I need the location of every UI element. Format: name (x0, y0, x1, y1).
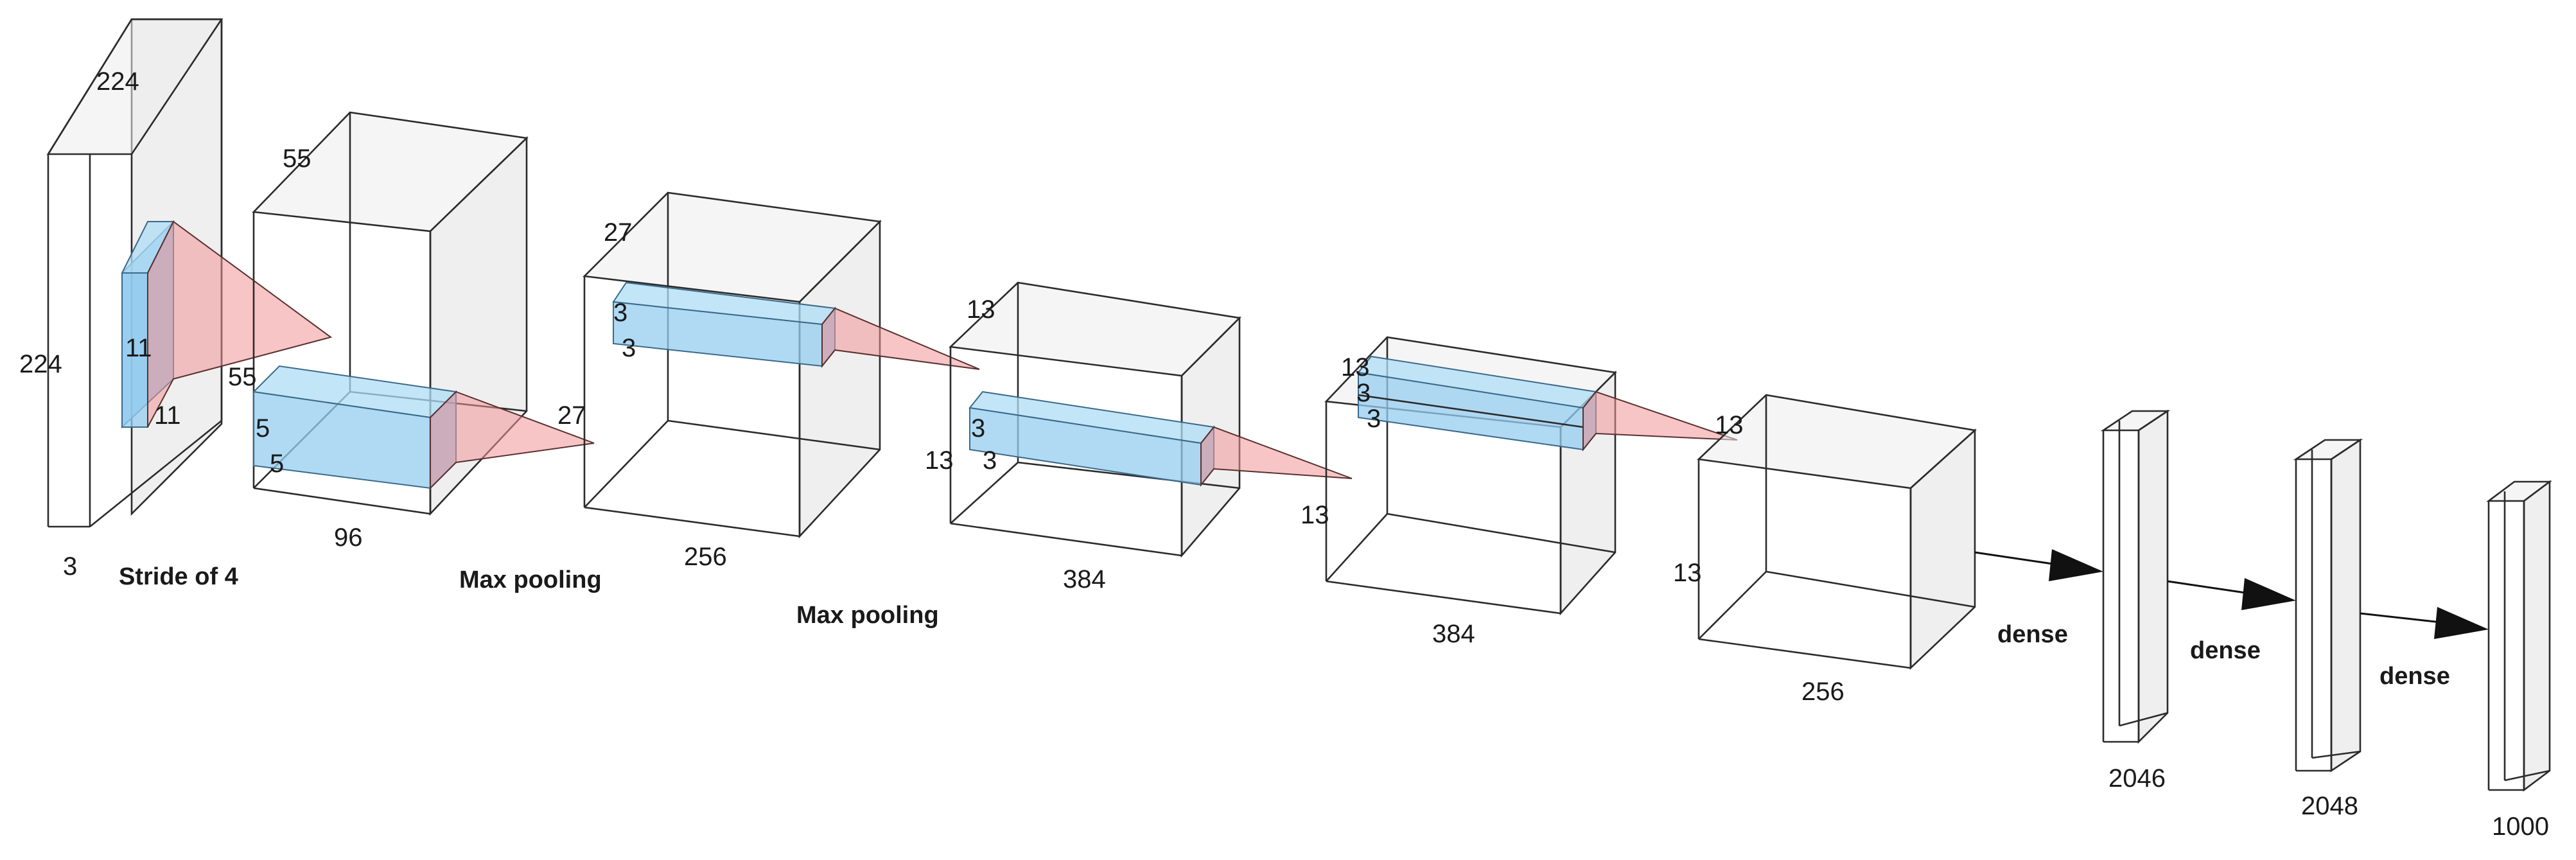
arrow-dense-3 (2360, 607, 2489, 639)
dense-layer-3 (2486, 480, 2552, 792)
conv1-side-label: 55 (228, 363, 257, 391)
dense-note-1: dense (1997, 621, 2068, 648)
dense3-size-label: 1000 (2492, 812, 2549, 841)
dense-layer-1 (2100, 409, 2171, 744)
conv5-cone (1582, 391, 1738, 452)
dense-note-3: dense (2379, 663, 2450, 690)
kernel4-width-label: 3 (983, 446, 997, 475)
conv2-depth-label: 27 (604, 218, 633, 247)
max-pooling-note-2: Max pooling (796, 602, 939, 629)
kernel5-height-label: 3 (1356, 379, 1371, 407)
conv5-side-label: 13 (1673, 559, 1702, 587)
kernel3-height-label: 3 (613, 299, 627, 327)
conv3-channels-label: 384 (1063, 565, 1106, 593)
conv5-output-block (1697, 394, 1977, 671)
conv2-output-block (583, 191, 882, 539)
dense1-size-label: 2046 (2108, 764, 2166, 793)
arrow-dense-2 (2167, 578, 2296, 610)
conv4-side-label: 13 (1301, 501, 1329, 529)
kernel2-width-label: 5 (270, 450, 284, 478)
arrow-dense-1 (1974, 549, 2103, 581)
conv5-depth-label: 13 (1715, 411, 1744, 439)
conv2-side-label: 27 (557, 401, 586, 430)
kernel-5x5 (252, 365, 458, 490)
conv4-cone (1200, 426, 1353, 487)
conv3-depth-label: 13 (967, 295, 995, 324)
conv5-channels-label: 256 (1801, 678, 1844, 706)
kernel5-width-label: 3 (1367, 405, 1381, 433)
input-channels-label: 3 (63, 552, 77, 581)
dense2-size-label: 2048 (2301, 792, 2358, 820)
max-pooling-note-1: Max pooling (459, 566, 602, 593)
stride-note: Stride of 4 (119, 563, 238, 590)
kernel2-height-label: 5 (256, 414, 270, 443)
dense-layer-2 (2293, 438, 2363, 773)
conv4-depth-label: 13 (1341, 353, 1370, 382)
kernel4-height-label: 3 (971, 414, 985, 443)
conv2-channels-label: 256 (684, 543, 727, 571)
conv3-side-label: 13 (925, 446, 954, 475)
conv2-cone (430, 391, 595, 490)
conv1-cone (147, 220, 333, 428)
conv3-cone (821, 307, 980, 370)
conv4-channels-label: 384 (1432, 620, 1475, 648)
kernel3-width-label: 3 (622, 334, 636, 362)
conv1-channels-label: 96 (334, 523, 363, 552)
dense-note-2: dense (2190, 637, 2261, 664)
conv1-depth-label: 55 (283, 145, 311, 173)
input-depth-label: 224 (96, 67, 139, 96)
kernel1-height-label: 11 (125, 334, 152, 362)
kernel1-width-label: 11 (154, 401, 181, 430)
input-height-label: 224 (19, 350, 62, 378)
